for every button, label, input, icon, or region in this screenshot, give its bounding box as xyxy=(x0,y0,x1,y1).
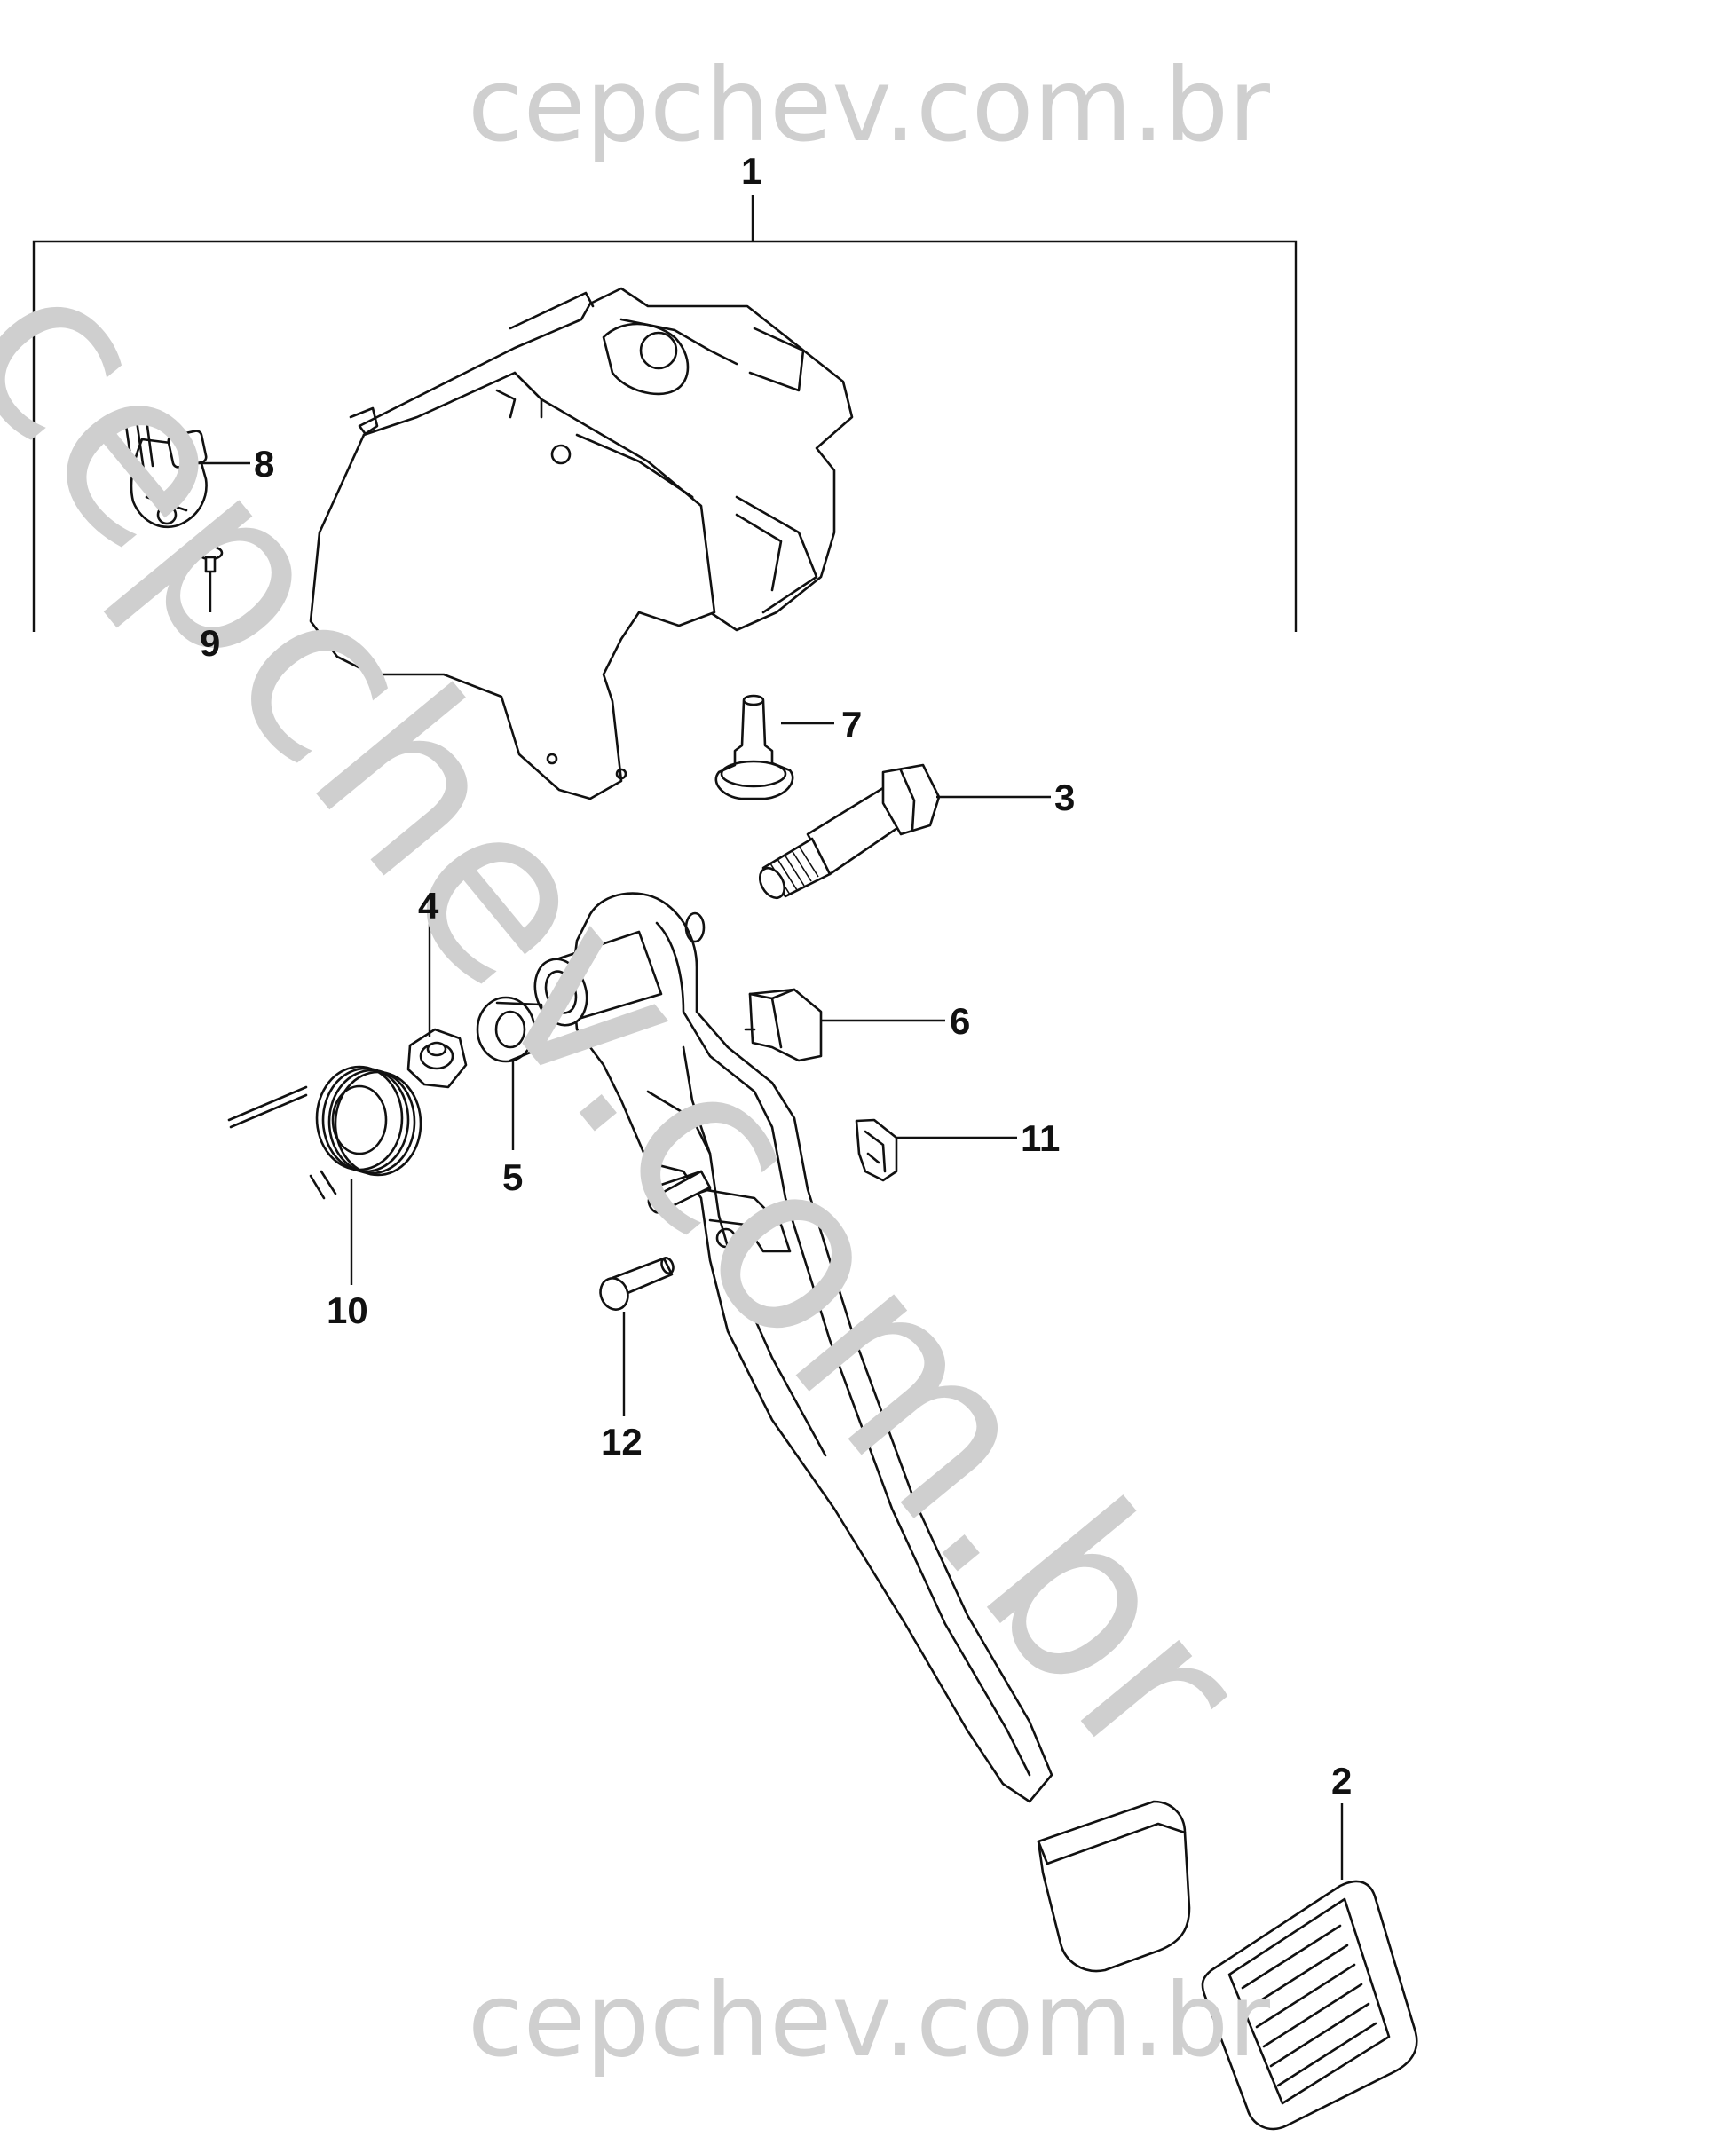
watermark-top: cepchev.com.br xyxy=(468,46,1271,164)
pivot-bolt-3 xyxy=(758,763,941,900)
leader-lines xyxy=(191,461,1344,1880)
clip-11 xyxy=(855,1118,898,1182)
callout-1: 1 xyxy=(741,150,762,192)
pedal-support-bracket xyxy=(309,287,854,800)
watermark-bottom: cepchev.com.br xyxy=(468,1961,1271,2079)
pivot-pin-7 xyxy=(714,694,794,800)
screw-9 xyxy=(197,545,224,573)
pedal-pad-rubber-2 xyxy=(1201,1880,1418,2131)
washer-5 xyxy=(476,996,545,1063)
pedal-switch xyxy=(122,406,208,529)
callout-8: 8 xyxy=(254,443,275,485)
callout-3: 3 xyxy=(1054,777,1076,818)
clip-6 xyxy=(744,988,823,1062)
callout-4: 4 xyxy=(418,885,439,927)
return-spring-10 xyxy=(227,1065,422,1200)
callout-7: 7 xyxy=(841,704,863,745)
assembly-bracket-line xyxy=(32,195,1298,632)
callout-6: 6 xyxy=(950,1000,971,1042)
callout-5: 5 xyxy=(502,1156,524,1198)
callout-10: 10 xyxy=(327,1289,368,1331)
pedal-stub-pin xyxy=(647,1170,712,1214)
callout-12: 12 xyxy=(601,1421,643,1463)
nut-4 xyxy=(406,1028,468,1089)
pedal-bushing xyxy=(533,930,663,1027)
callout-9: 9 xyxy=(200,622,221,664)
pin-12 xyxy=(599,1257,675,1311)
callout-11: 11 xyxy=(1021,1117,1061,1159)
callout-2: 2 xyxy=(1331,1760,1353,1802)
pedal-foot-plate xyxy=(1037,1800,1191,1973)
clutch-pedal-arm xyxy=(571,892,1053,1803)
